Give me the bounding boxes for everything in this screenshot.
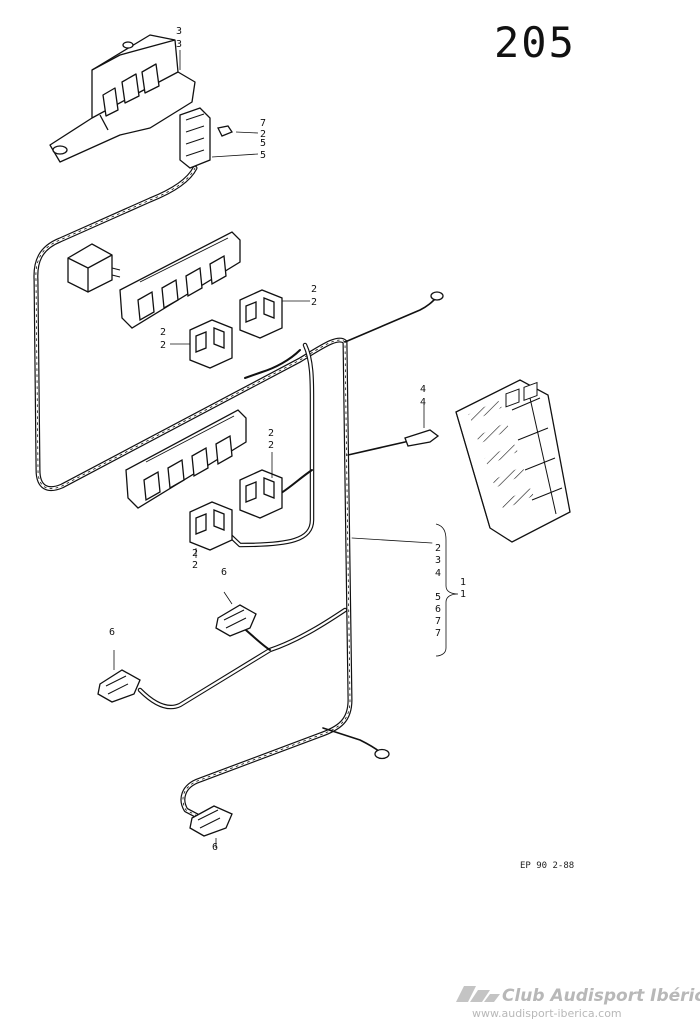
callout-5: 5 xyxy=(260,150,266,161)
group-callout-7: 7 xyxy=(435,628,441,639)
group-callout-1: 1 xyxy=(460,589,466,600)
relay-bracket xyxy=(49,34,196,163)
reference-code: EP 90 2-88 xyxy=(520,861,575,871)
watermark-url: www.audisport-iberica.com xyxy=(472,1007,622,1020)
callout-4: 4 xyxy=(420,397,426,408)
group-callout-6: 6 xyxy=(435,604,441,615)
callout-2: 2 xyxy=(160,327,166,338)
group-callout-1: 1 xyxy=(460,577,466,588)
connector-6-upper xyxy=(215,604,257,637)
callout-7: 7 xyxy=(260,118,266,129)
callout-2: 2 xyxy=(268,428,274,439)
callout-2: 2 xyxy=(311,284,317,295)
relay-plate-upper xyxy=(119,231,241,329)
callout-6: 6 xyxy=(221,567,227,578)
relay-socket-c xyxy=(239,469,283,519)
relay-unit xyxy=(67,243,121,293)
callout-3: 3 xyxy=(176,26,182,37)
callout-3: 3 xyxy=(176,39,182,50)
ground-eyelet-lower xyxy=(374,748,390,760)
group-callout-7: 7 xyxy=(435,616,441,627)
callout-6: 6 xyxy=(212,842,218,853)
multi-pin-connector-top xyxy=(179,107,233,169)
callout-5: 5 xyxy=(260,138,266,149)
callout-2: 2 xyxy=(311,297,317,308)
callout-2: 2 xyxy=(268,440,274,451)
relay-socket-b xyxy=(189,319,233,369)
relay-socket-d xyxy=(189,501,233,551)
callout-2: 2 xyxy=(160,340,166,351)
group-callout-2: 2 xyxy=(435,543,441,554)
central-electrics-box xyxy=(455,379,571,543)
ground-terminal-4 xyxy=(404,429,440,447)
callout-numbers: 3 3 7 2 5 5 2 2 2 2 4 4 2 2 2 2 6 6 6 2 … xyxy=(109,26,466,853)
callout-2: 2 xyxy=(192,548,198,559)
callout-4: 4 xyxy=(420,384,426,395)
relay-plate-lower xyxy=(125,409,247,509)
group-callout-3: 3 xyxy=(435,555,441,566)
callout-leaders xyxy=(113,50,459,848)
relay-socket-a xyxy=(239,289,283,339)
callout-6: 6 xyxy=(109,627,115,638)
ground-eyelet-upper xyxy=(430,291,444,301)
watermark-name: Club Audisport Ibérica xyxy=(502,986,700,1006)
callout-2: 2 xyxy=(260,129,266,140)
page-number: 205 xyxy=(494,18,576,67)
group-callout-5: 5 xyxy=(435,592,441,603)
group-callout-4: 4 xyxy=(435,568,441,579)
watermark-logo-icon xyxy=(456,986,500,1002)
connector-6-lower xyxy=(189,805,233,837)
callout-2: 2 xyxy=(192,560,198,571)
connector-6-left xyxy=(97,669,141,703)
